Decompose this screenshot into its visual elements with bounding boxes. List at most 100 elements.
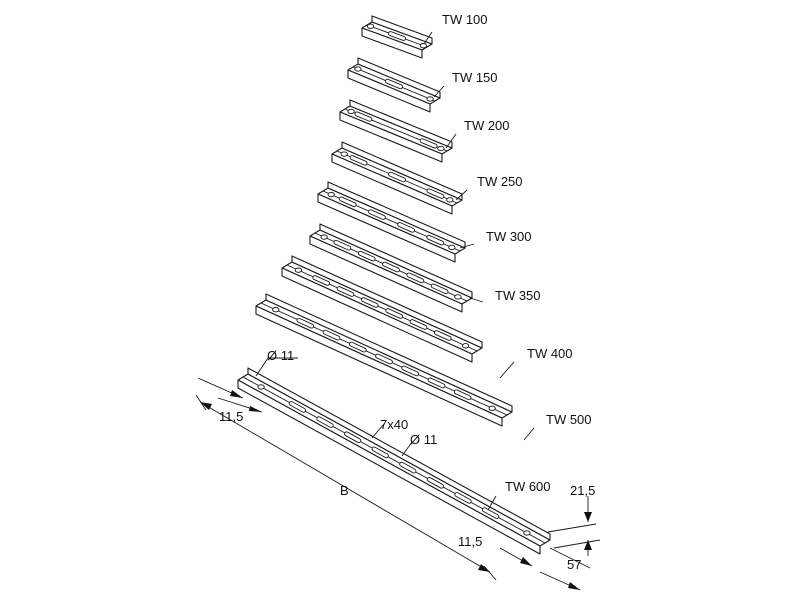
rail-label-leader (487, 495, 497, 511)
rail-end-hole-right (437, 145, 445, 152)
rail-end-hole-left (294, 267, 303, 273)
slot-size-leader (371, 423, 385, 439)
rail-end-hole-right (446, 197, 454, 203)
rail-slot (397, 222, 415, 233)
length-ext-right (483, 565, 497, 581)
hole-diameter-mid-label: Ø 11 (410, 432, 437, 447)
rail-back-lip (291, 255, 483, 349)
rail-label-tw-600: TW 600 (505, 479, 551, 494)
rail-slot (375, 353, 393, 365)
rail-slot (427, 377, 446, 389)
rail-front-flange (237, 379, 541, 555)
labels-group: Ø 11 11,5 7x40 Ø 11 B 11,5 21,5 57 (219, 348, 595, 572)
rail-slot (354, 111, 373, 122)
rail-end-hole-right (461, 343, 470, 349)
rail-front-flange (347, 69, 431, 113)
end-offset-left-arrow-a (230, 390, 243, 398)
hole-diameter-end-leader (255, 357, 298, 377)
rail-slot (385, 308, 404, 319)
rail-tw-400: TW 400 (281, 255, 573, 379)
rail-end-hole-left (354, 66, 362, 72)
rail-slot (348, 341, 367, 353)
rail-front-flange (331, 153, 453, 215)
rail-slot (338, 196, 357, 208)
rail-label-leader (455, 189, 468, 201)
end-offset-right-arrow (520, 557, 532, 566)
rail-label-tw-100: TW 100 (442, 12, 488, 27)
rail-slot (333, 239, 352, 251)
rail-tw-500: TW 500 (255, 293, 592, 441)
rail-slot (316, 416, 334, 428)
rail-label-tw-500: TW 500 (546, 412, 592, 427)
height-arrow-top (584, 512, 592, 522)
rail-end-hole-left (327, 191, 335, 198)
rail-end-hole-left (366, 23, 375, 29)
rail-label-leader (445, 133, 457, 149)
rail-back-lip (265, 293, 513, 413)
rail-front-flange (281, 267, 473, 363)
rail-slot (371, 446, 389, 459)
rail-slot (288, 401, 306, 413)
slot-size-label: 7x40 (380, 417, 408, 432)
rail-label-leader (433, 85, 445, 98)
hole-diameter-end-label: Ø 11 (267, 348, 294, 363)
rail-front-flange (339, 111, 443, 163)
rail-slot (387, 31, 407, 41)
rail-slot (419, 138, 438, 149)
rail-end-hole-right (419, 43, 428, 49)
rail-slot (482, 507, 500, 519)
height-arrow-bottom (584, 540, 592, 550)
rail-front-flange (255, 305, 503, 427)
rail-label-leader (523, 427, 535, 441)
rail-tw-350: TW 350 (309, 223, 541, 313)
height-ext-bottom (553, 539, 601, 549)
rail-back-lip (357, 57, 441, 99)
rail-slot (360, 297, 379, 308)
rail-slot (406, 272, 425, 284)
rail-back-lip (319, 223, 473, 299)
rail-end-hole-right (523, 530, 531, 536)
rail-label-tw-300: TW 300 (486, 229, 532, 244)
width-arrow (568, 582, 580, 590)
end-offset-right-label: 11,5 (458, 534, 482, 549)
rail-slot (426, 188, 445, 199)
rail-front-flange (317, 193, 456, 263)
end-offset-left-arrow-b (249, 406, 262, 412)
rail-tw-150: TW 150 (347, 57, 498, 113)
rail-tw-200: TW 200 (339, 99, 510, 163)
rail-slot (357, 250, 376, 262)
rail-slot (430, 283, 449, 295)
dimension-lines (195, 357, 601, 591)
rail-front-flange (309, 235, 463, 313)
rail-tw-100: TW 100 (361, 12, 488, 59)
rail-end-hole-left (320, 234, 328, 240)
rail-end-hole-left (272, 307, 280, 313)
rail-label-tw-200: TW 200 (464, 118, 510, 133)
rail-back-lip (349, 99, 453, 149)
rail-slot (296, 317, 315, 329)
rail-label-leader (423, 31, 433, 45)
rail-slot (433, 330, 452, 341)
rail-slot (401, 365, 420, 377)
rail-label-tw-150: TW 150 (452, 70, 498, 85)
rail-slot (426, 476, 444, 489)
rail-end-hole-right (454, 294, 462, 300)
rail-slot (368, 209, 386, 220)
rail-slot (382, 261, 400, 273)
rail-slot (336, 286, 355, 297)
rail-tw-300: TW 300 (317, 181, 532, 263)
rail-slot (349, 155, 368, 166)
width-ext-line (549, 547, 591, 569)
rail-end-hole-right (448, 244, 456, 251)
rail-tw-600: TW 600 (237, 367, 551, 555)
end-offset-left-label: 11,5 (219, 409, 243, 424)
rail-label-leader (459, 243, 475, 249)
rail-tw-250: TW 250 (331, 141, 523, 215)
rail-slot (312, 275, 331, 286)
height-ext-top (547, 523, 597, 533)
rail-end-hole-left (347, 108, 355, 115)
rail-slot (399, 461, 417, 474)
